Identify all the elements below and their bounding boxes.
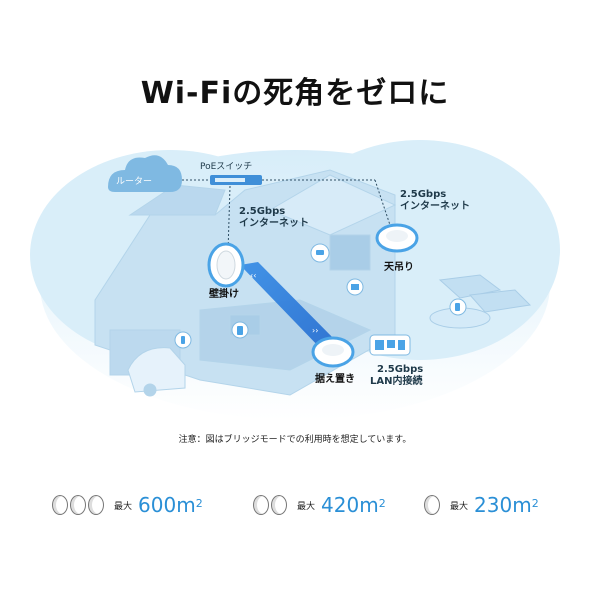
car-illustration (127, 347, 186, 397)
device-glyphs (181, 250, 460, 350)
coverage-prefix: 最大 (297, 501, 316, 512)
ceiling-mount-label: 天吊り (384, 262, 414, 273)
coverage-value: 230 (474, 493, 513, 517)
coverage-unit-exponent: 2 (531, 496, 539, 510)
device-count-icon (424, 495, 440, 515)
coverage-value: 600 (138, 493, 177, 517)
coverage-prefix: 最大 (114, 501, 133, 512)
wall-internet-label: インターネット (239, 218, 309, 229)
desk-mount-label: 据え置き (315, 374, 355, 385)
coverage-unit: m (176, 493, 196, 517)
desktop-access-point (311, 336, 355, 368)
coverage-unit-exponent: 2 (378, 496, 386, 510)
device-count-icon (52, 495, 104, 515)
svg-text:‹‹: ‹‹ (250, 271, 256, 280)
coverage-value: 420 (321, 493, 360, 517)
ceiling-internet-label: インターネット (400, 201, 470, 212)
wall-mount-label: 壁掛け (209, 289, 239, 300)
page-title: Wi-Fiの死角をゼロに (140, 76, 450, 111)
coverage-item-3-units: 最大 600 m 2 (52, 488, 203, 522)
router-cloud (108, 155, 182, 192)
ceiling-speed-label: 2.5Gbps (400, 189, 447, 200)
wireless-beam (240, 262, 340, 350)
desk-speed-label: 2.5Gbps (377, 364, 424, 375)
coverage-item-1-unit: 最大 230 m 2 (424, 488, 539, 522)
coverage-unit: m (512, 493, 532, 517)
coverage-prefix: 最大 (450, 501, 469, 512)
poe-switch-label: PoEスイッチ (200, 162, 253, 172)
wall-speed-label: 2.5Gbps (239, 206, 286, 217)
coverage-item-2-units: 最大 420 m 2 (253, 488, 386, 522)
patio-furniture (429, 274, 532, 329)
ceiling-access-point (375, 223, 419, 253)
device-count-icon (253, 495, 287, 515)
note-text: 注意：図はブリッジモードでの利用時を想定しています。 (178, 435, 412, 445)
router-label: ルーター (116, 177, 153, 187)
coverage-unit-exponent: 2 (195, 496, 203, 510)
desk-lan-label: LAN内接続 (370, 376, 423, 387)
svg-text:››: ›› (312, 326, 318, 335)
wall-mount-access-point (207, 242, 245, 288)
connection-lines (182, 179, 391, 253)
coverage-unit: m (359, 493, 379, 517)
